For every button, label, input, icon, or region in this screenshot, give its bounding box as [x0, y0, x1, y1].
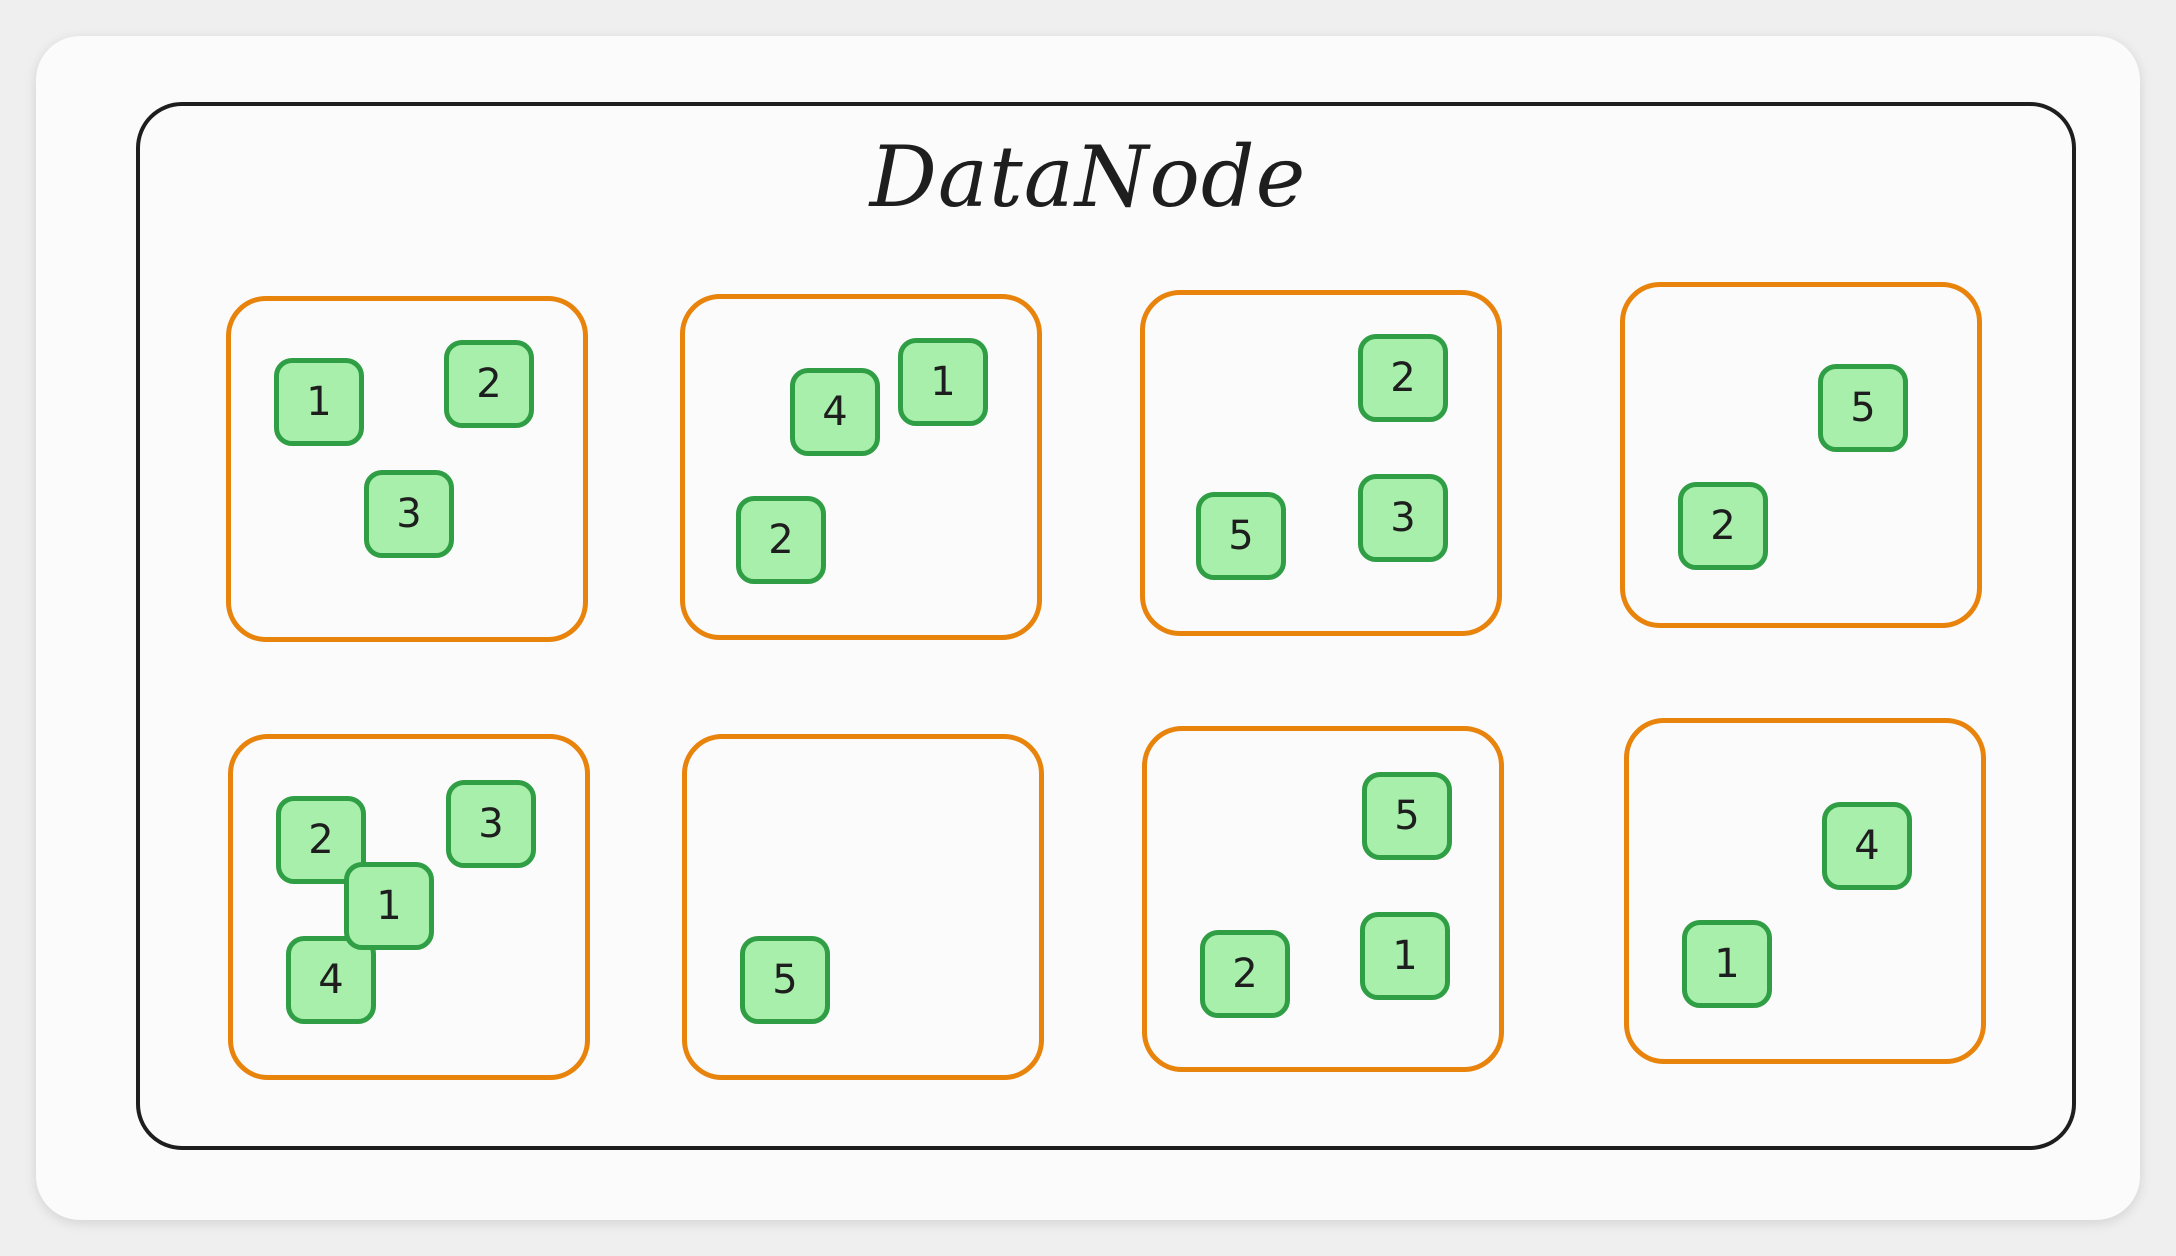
disk-4: [1620, 282, 1982, 628]
datanode-container: [136, 102, 2076, 1150]
block[interactable]: 1: [344, 862, 434, 950]
block[interactable]: 1: [898, 338, 988, 426]
block[interactable]: 3: [1358, 474, 1448, 562]
block[interactable]: 4: [790, 368, 880, 456]
block[interactable]: 4: [286, 936, 376, 1024]
disk-3: [1140, 290, 1502, 636]
block[interactable]: 4: [1822, 802, 1912, 890]
canvas-card: [36, 36, 2140, 1220]
block[interactable]: 5: [1196, 492, 1286, 580]
disk-1: [226, 296, 588, 642]
disk-8: [1624, 718, 1986, 1064]
block[interactable]: 2: [1678, 482, 1768, 570]
block[interactable]: 5: [1818, 364, 1908, 452]
disk-5: [228, 734, 590, 1080]
block[interactable]: 5: [740, 936, 830, 1024]
block[interactable]: 2: [444, 340, 534, 428]
block[interactable]: 2: [1358, 334, 1448, 422]
block[interactable]: 2: [1200, 930, 1290, 1018]
disk-7: [1142, 726, 1504, 1072]
block[interactable]: 1: [274, 358, 364, 446]
block[interactable]: 1: [1682, 920, 1772, 1008]
disk-6: [682, 734, 1044, 1080]
block[interactable]: 5: [1362, 772, 1452, 860]
block[interactable]: 2: [736, 496, 826, 584]
block[interactable]: 3: [364, 470, 454, 558]
block[interactable]: 3: [446, 780, 536, 868]
disk-2: [680, 294, 1042, 640]
datanode-title: DataNode: [869, 128, 1307, 226]
block[interactable]: 1: [1360, 912, 1450, 1000]
